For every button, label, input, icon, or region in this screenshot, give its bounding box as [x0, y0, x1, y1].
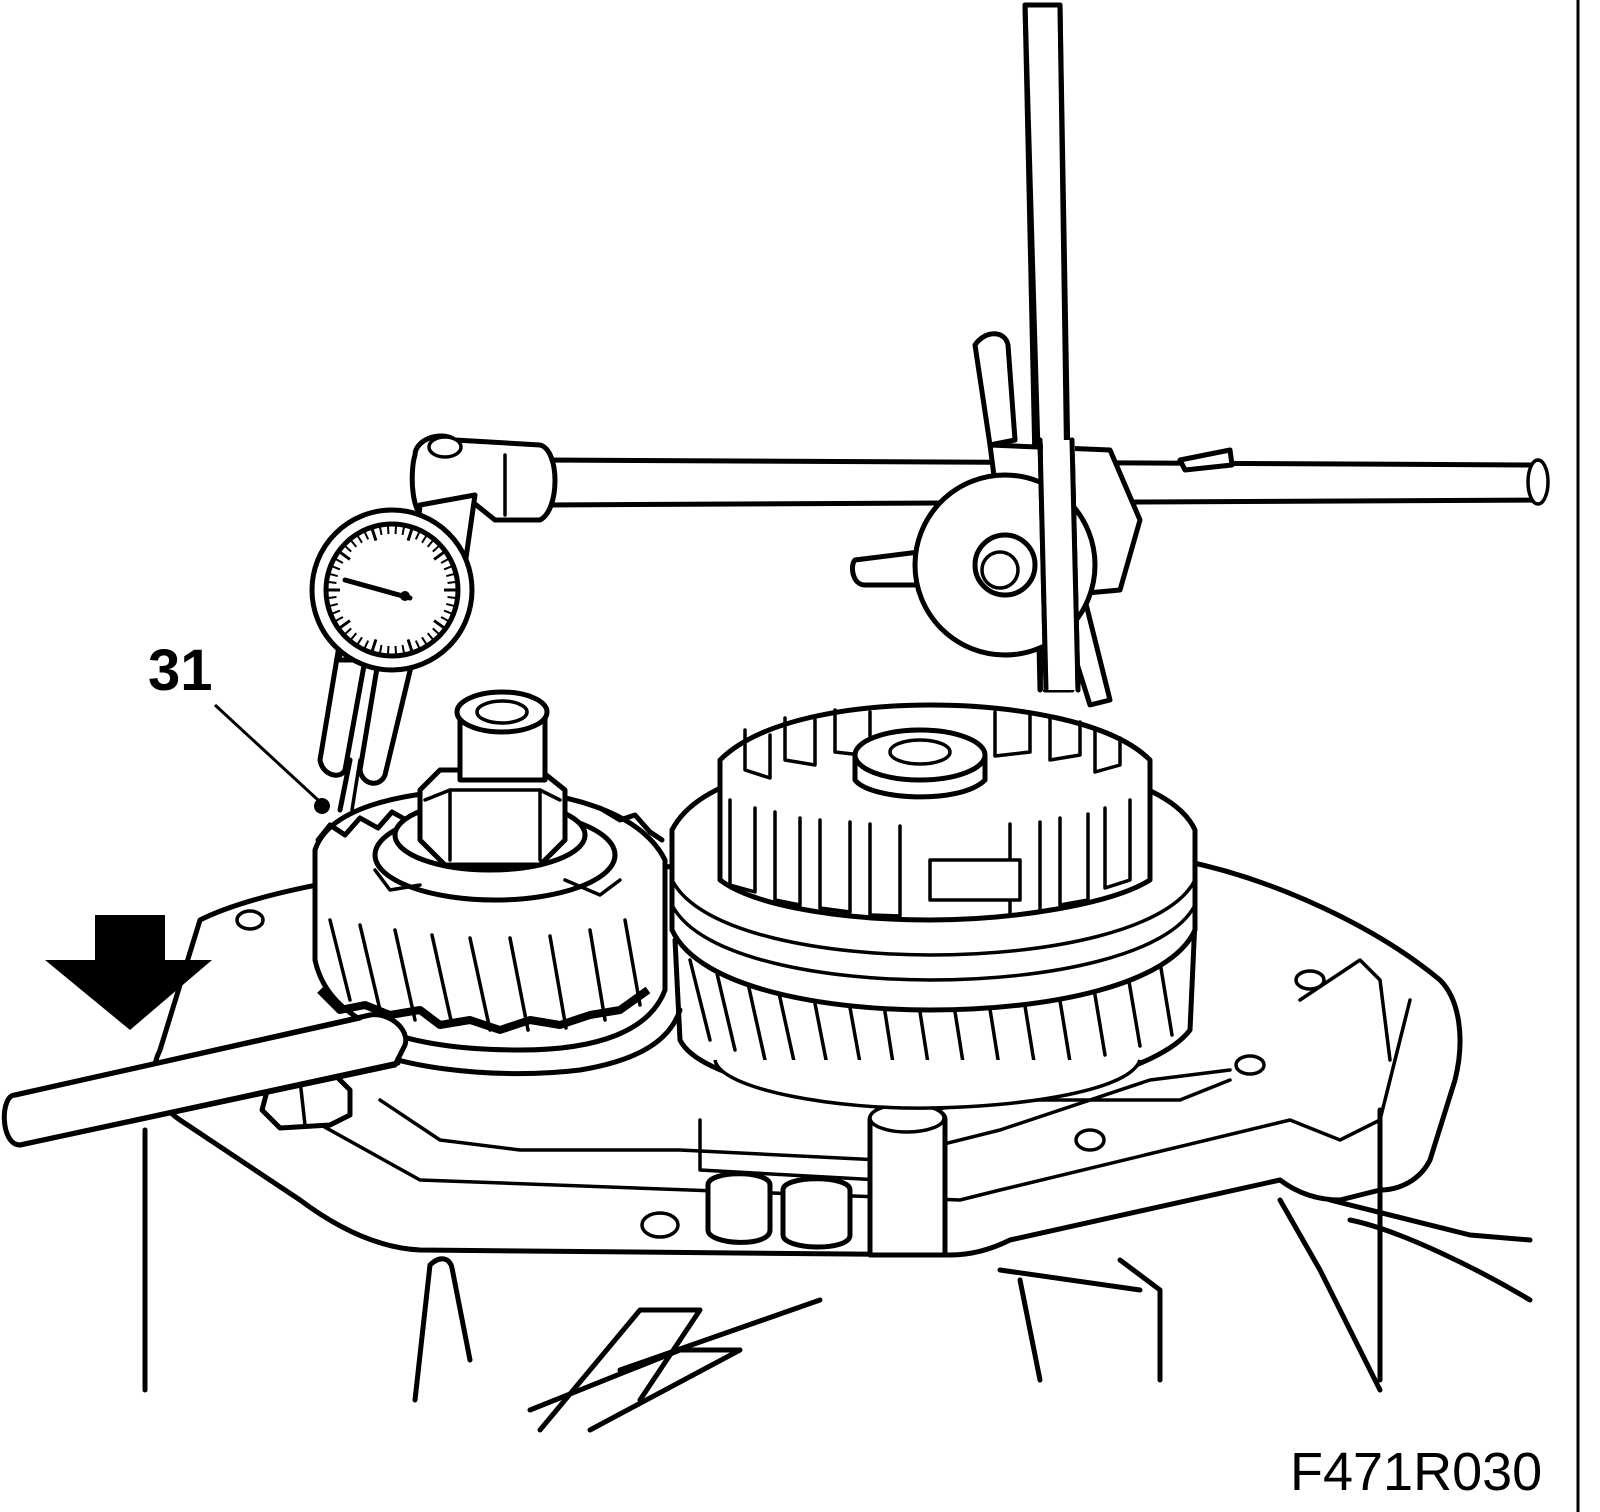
dial-tick — [440, 616, 451, 623]
dial-tick — [406, 638, 414, 654]
dial-tick — [378, 524, 383, 536]
small-gear-31 — [312, 689, 683, 1077]
small-gear-helical-teeth — [328, 918, 642, 1032]
large-gear-assembly — [669, 702, 1198, 1110]
dial-tick — [421, 533, 429, 544]
dial-tick — [355, 533, 363, 544]
dial-tick — [386, 524, 390, 535]
dial-tick — [445, 602, 457, 608]
dial-tick — [333, 616, 344, 623]
dial-tick — [343, 627, 352, 636]
large-gear-dog-teeth — [728, 708, 1132, 918]
callout-label: 31 — [148, 638, 213, 703]
dial-tick — [426, 538, 435, 548]
dial-tick — [327, 572, 339, 578]
dial-tick — [406, 526, 414, 542]
dial-tick — [370, 526, 378, 542]
dial-tick — [394, 524, 398, 535]
dial-tick — [426, 632, 435, 642]
dial-tick-marks — [326, 524, 458, 656]
dial-tick — [445, 572, 457, 578]
dial-indicator — [309, 507, 475, 813]
dial-tick — [433, 549, 447, 561]
dial-tick — [432, 544, 441, 553]
dial-tick — [433, 619, 447, 631]
figure-code: F471R030 — [1290, 1442, 1542, 1502]
dial-tick — [447, 580, 458, 584]
dial-tick — [401, 644, 406, 656]
dial-tick — [327, 602, 339, 608]
dial-tick — [343, 544, 352, 553]
dial-tick — [337, 619, 351, 631]
dial-tick — [394, 645, 398, 656]
pry-lever — [1, 1012, 409, 1148]
dial-tick — [447, 596, 458, 600]
dial-tick — [443, 564, 454, 571]
dial-tick — [355, 636, 363, 647]
dial-tick — [421, 636, 429, 647]
dial-tick — [370, 638, 378, 654]
dial-tick — [362, 529, 370, 540]
dial-tick — [401, 524, 406, 536]
dial-tick — [330, 564, 341, 571]
dial-tick — [349, 538, 358, 548]
dial-tick — [414, 529, 422, 540]
dial-tick — [378, 644, 383, 656]
dial-tick — [386, 645, 390, 656]
dial-tick — [443, 609, 454, 616]
dial-tick — [432, 627, 441, 636]
dial-tick — [414, 640, 422, 651]
dial-tick — [330, 609, 341, 616]
stand-clamp — [850, 331, 1235, 708]
dial-tick — [440, 557, 451, 564]
dial-tick — [349, 632, 358, 642]
dial-tick — [326, 596, 337, 600]
dial-tick — [362, 640, 370, 651]
dial-tick — [333, 557, 344, 564]
dial-tick — [326, 580, 337, 584]
down-arrow — [45, 915, 212, 1030]
dial-tick — [337, 549, 351, 561]
callout-31: 31 — [148, 638, 330, 814]
